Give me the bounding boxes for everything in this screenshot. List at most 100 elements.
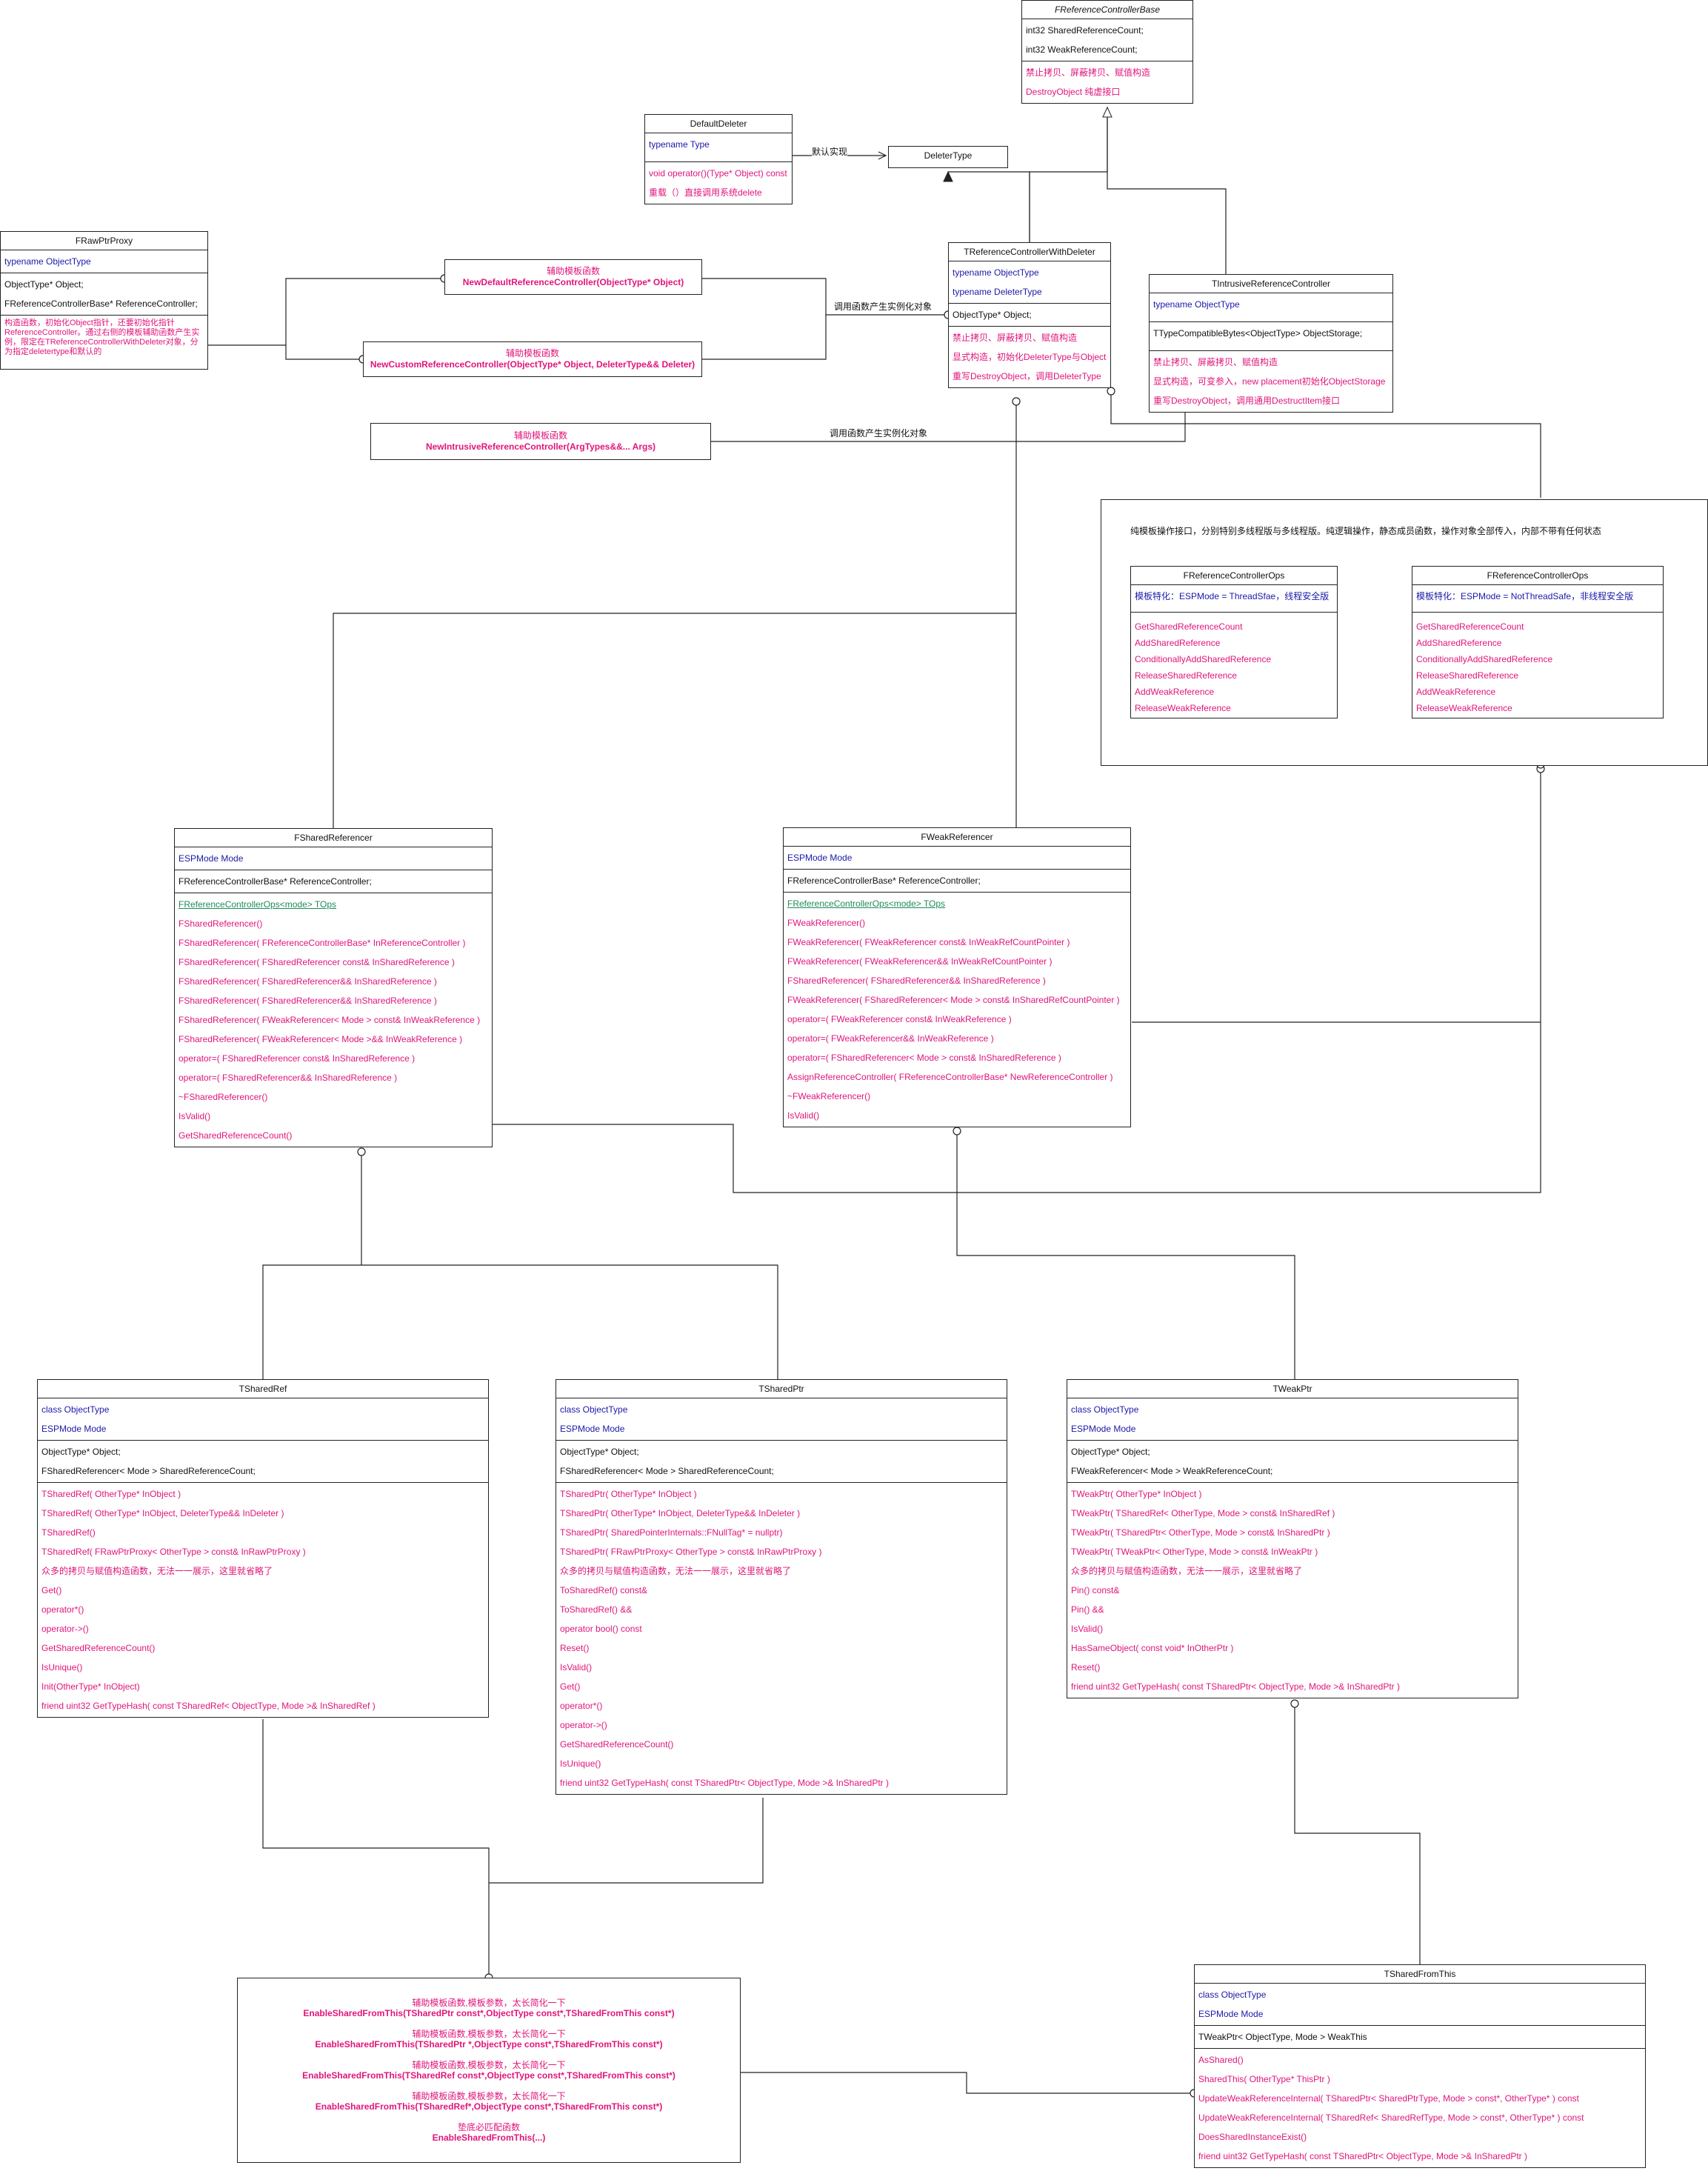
template-param: typename ObjectType <box>1153 299 1240 310</box>
helper-caption: 辅助模板函数 <box>546 266 600 276</box>
method: TWeakPtr( TWeakPtr< OtherType, Mode > co… <box>1071 1547 1318 1557</box>
class-title: DefaultDeleter <box>645 115 792 133</box>
method: TSharedRef( FRawPtrProxy< OtherType > co… <box>41 1547 306 1557</box>
helper-group: 垫底必匹配函数 EnableSharedFromThis(...) <box>238 2122 740 2143</box>
class-title: FSharedReferencer <box>175 829 492 847</box>
method: operator*() <box>560 1701 603 1711</box>
method: ToSharedRef() const& <box>560 1585 648 1595</box>
method: GetSharedReferenceCount() <box>560 1739 674 1750</box>
template-param: 模板特化：ESPMode = ThreadSfae，线程安全版 <box>1135 591 1330 601</box>
template-param: typename ObjectType <box>953 267 1039 278</box>
method: operator->() <box>41 1624 89 1634</box>
method: Reset() <box>1071 1662 1101 1673</box>
helper-signature: EnableSharedFromThis(...) <box>432 2132 546 2143</box>
method: AddWeakReference <box>1416 687 1496 697</box>
class-title: FReferenceControllerOps <box>1412 567 1663 585</box>
template-param: ESPMode Mode <box>560 1424 625 1434</box>
helper-signature: NewDefaultReferenceController(ObjectType… <box>462 277 684 287</box>
class-tsharedref[interactable]: TSharedRef class ObjectType ESPMode Mode… <box>37 1379 489 1718</box>
method: FWeakReferencer( FWeakReferencer const& … <box>787 937 1070 947</box>
class-tsharedfromthis[interactable]: TSharedFromThis class ObjectType ESPMode… <box>1194 1964 1646 2168</box>
class-tintrusivereferencecontroller[interactable]: TIntrusiveReferenceController typename O… <box>1149 274 1393 413</box>
enable-shared-from-this-helpers: 辅助模板函数,模板参数，太长简化一下 EnableSharedFromThis(… <box>237 1978 741 2163</box>
method: FWeakReferencer() <box>787 918 866 928</box>
class-title: TIntrusiveReferenceController <box>1150 275 1392 293</box>
method: TSharedRef() <box>41 1527 96 1538</box>
class-frawptrproxy[interactable]: FRawPtrProxy typename ObjectType ObjectT… <box>0 231 208 370</box>
field: ObjectType* Object; <box>953 310 1032 320</box>
template-param: ESPMode Mode <box>41 1424 107 1434</box>
helper-signature: EnableSharedFromThis(TSharedPtr const*,O… <box>303 2008 675 2018</box>
field: FReferenceControllerBase* ReferenceContr… <box>787 876 981 886</box>
method: operator=( FSharedReferencer&& InSharedR… <box>179 1073 398 1083</box>
class-title: TSharedRef <box>38 1380 488 1398</box>
method: IsValid() <box>179 1111 211 1121</box>
helper-caption: 辅助模板函数,模板参数，太长简化一下 <box>412 1998 566 2008</box>
method: 显式构造，可变参入，new placement初始化ObjectStorage <box>1153 376 1386 387</box>
helper-new-default-controller[interactable]: 辅助模板函数 NewDefaultReferenceController(Obj… <box>444 259 702 295</box>
helper-caption: 辅助模板函数,模板参数，太长简化一下 <box>412 2091 566 2101</box>
class-freferencecontrollerbase[interactable]: FReferenceControllerBase int32 SharedRef… <box>1021 0 1193 104</box>
method: TWeakPtr( TSharedPtr< OtherType, Mode > … <box>1071 1527 1330 1538</box>
method: TSharedRef( OtherType* InObject ) <box>41 1489 181 1499</box>
template-param: typename DeleterType <box>953 287 1042 297</box>
method: TSharedPtr( FRawPtrProxy< OtherType > co… <box>560 1547 822 1557</box>
method: Pin() const& <box>1071 1585 1120 1595</box>
class-fweakreferencer[interactable]: FWeakReferencer ESPMode Mode FReferenceC… <box>783 827 1131 1127</box>
class-fsharedreferencer[interactable]: FSharedReferencer ESPMode Mode FReferenc… <box>174 828 493 1147</box>
method: FSharedReferencer( FSharedReferencer&& I… <box>787 976 1046 986</box>
method: 重写DestroyObject，调用DeleterType <box>953 371 1101 381</box>
field: ObjectType* Object; <box>1071 1447 1150 1457</box>
class-tsharedptr[interactable]: TSharedPtr class ObjectType ESPMode Mode… <box>556 1379 1007 1795</box>
method: UpdateWeakReferenceInternal( TSharedRef<… <box>1198 2112 1584 2123</box>
method: friend uint32 GetTypeHash( const TShared… <box>41 1701 376 1711</box>
method: AsShared() <box>1198 2055 1244 2065</box>
field: ObjectType* Object; <box>560 1447 639 1457</box>
method: ~FWeakReferencer() <box>787 1091 871 1101</box>
template-param: class ObjectType <box>1071 1404 1139 1415</box>
template-param: class ObjectType <box>560 1404 628 1415</box>
field: ObjectType* Object; <box>41 1447 121 1457</box>
class-freferencecontrollerops-notthreadsafe[interactable]: FReferenceControllerOps 模板特化：ESPMode = N… <box>1412 566 1664 718</box>
class-deletertype[interactable]: DeleterType <box>888 146 1008 168</box>
method: FSharedReferencer() <box>179 918 263 929</box>
helper-signature: EnableSharedFromThis(TSharedRef const*,O… <box>302 2070 675 2081</box>
method: ReleaseSharedReference <box>1416 670 1519 681</box>
helper-caption: 垫底必匹配函数 <box>457 2122 520 2132</box>
helper-new-custom-controller[interactable]: 辅助模板函数 NewCustomReferenceController(Obje… <box>363 341 702 377</box>
method: GetSharedReferenceCount() <box>179 1130 293 1141</box>
class-freferencecontrollerops-threadsafe[interactable]: FReferenceControllerOps 模板特化：ESPMode = T… <box>1130 566 1338 718</box>
method: friend uint32 GetTypeHash( const TShared… <box>1071 1681 1401 1692</box>
method: operator->() <box>560 1720 607 1730</box>
method: FSharedReferencer( FSharedReferencer con… <box>179 957 455 967</box>
helper-signature: EnableSharedFromThis(TSharedPtr *,Object… <box>315 2039 663 2050</box>
class-treferencecontrollerwithdeleter[interactable]: TReferenceControllerWithDeleter typename… <box>948 242 1111 388</box>
class-title: TReferenceControllerWithDeleter <box>949 243 1110 261</box>
label-call-instance-1: 调用函数产生实例化对象 <box>834 300 933 313</box>
method: 禁止拷贝、屏蔽拷贝、赋值构造 <box>1026 67 1151 78</box>
helper-group: 辅助模板函数,模板参数，太长简化一下 EnableSharedFromThis(… <box>238 2091 740 2112</box>
method: FSharedReferencer( FWeakReferencer< Mode… <box>179 1034 463 1044</box>
class-title: FRawPtrProxy <box>1 232 207 250</box>
method: operator=( FWeakReferencer&& InWeakRefer… <box>787 1033 994 1044</box>
helper-caption: 辅助模板函数,模板参数，太长简化一下 <box>412 2029 566 2039</box>
template-param: class ObjectType <box>1198 1990 1267 2000</box>
method: 众多的拷贝与赋值构造函数，无法一一展示，这里就省略了 <box>41 1566 273 1576</box>
method: ~FSharedReferencer() <box>179 1092 268 1102</box>
note: 构造函数，初始化Object指针，还要初始化指针ReferenceControl… <box>4 319 200 356</box>
template-param: ESPMode Mode <box>179 853 244 864</box>
helper-new-intrusive-controller[interactable]: 辅助模板函数 NewIntrusiveReferenceController(A… <box>370 423 711 460</box>
template-param: typename ObjectType <box>4 256 91 267</box>
method: GetSharedReferenceCount <box>1416 621 1524 632</box>
helper-caption: 辅助模板函数,模板参数，太长简化一下 <box>412 2060 566 2070</box>
method: operator=( FSharedReferencer const& InSh… <box>179 1053 416 1064</box>
class-defaultdeleter[interactable]: DefaultDeleter typename Type void operat… <box>644 114 793 204</box>
method: operator bool() const <box>560 1624 642 1634</box>
method: DoesSharedInstanceExist() <box>1198 2132 1307 2142</box>
method: 众多的拷贝与赋值构造函数，无法一一展示，这里就省略了 <box>560 1566 792 1576</box>
method: Get() <box>560 1681 581 1692</box>
class-tweakptr[interactable]: TWeakPtr class ObjectType ESPMode Mode O… <box>1067 1379 1518 1698</box>
class-title: FReferenceControllerOps <box>1131 567 1337 585</box>
method: TSharedRef( OtherType* InObject, Deleter… <box>41 1508 284 1518</box>
method: operator*() <box>41 1604 84 1615</box>
